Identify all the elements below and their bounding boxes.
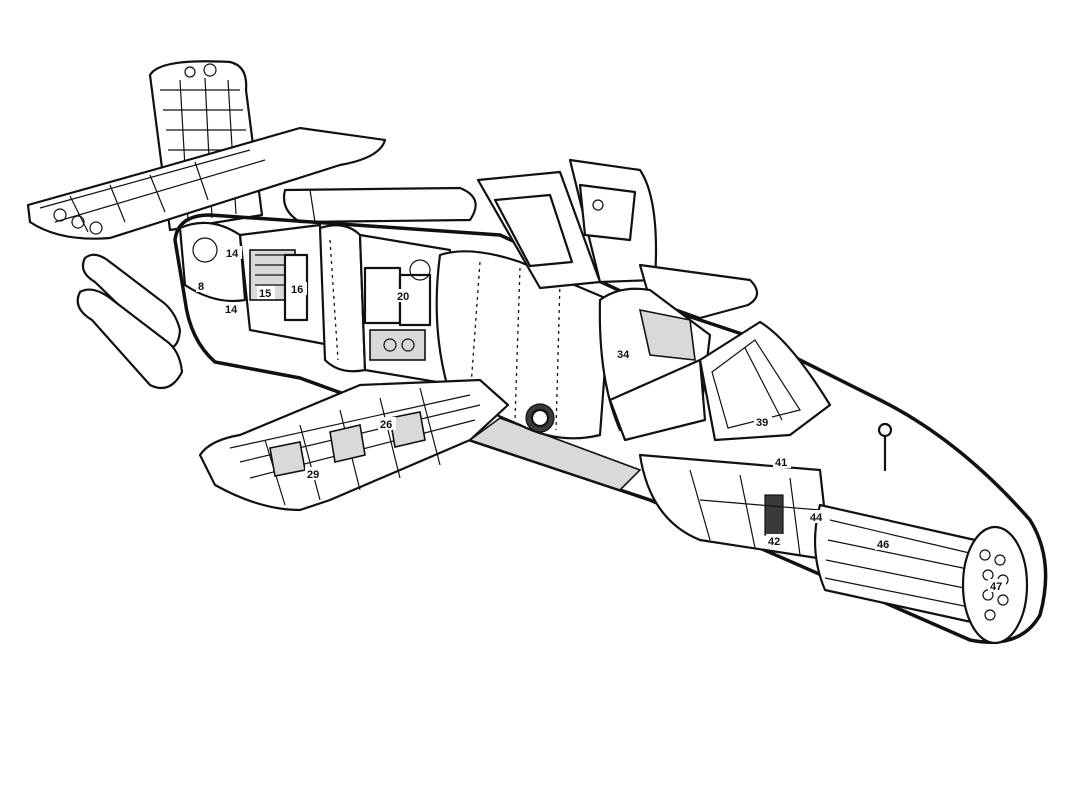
- callout-16: 16: [289, 282, 307, 296]
- callout-15: 15: [257, 286, 275, 300]
- callout-29: 29: [305, 467, 323, 481]
- callout-47: 47: [988, 579, 1006, 593]
- svg-text:8: 8: [198, 281, 204, 293]
- svg-text:16: 16: [291, 284, 303, 296]
- callout-44: 44: [808, 510, 826, 524]
- engine-cone: [178, 221, 247, 303]
- callout-20: 20: [395, 289, 413, 303]
- left-wing: [198, 378, 510, 512]
- callout-39: 39: [754, 415, 772, 429]
- upper-exhaust-tube: [282, 186, 477, 224]
- svg-text:15: 15: [259, 288, 271, 300]
- cockpit: [598, 287, 712, 442]
- callout-26: 26: [378, 417, 396, 431]
- nose-gear-bay: [638, 453, 832, 562]
- callout-34: 34: [615, 347, 633, 361]
- booster-rockets: [76, 253, 184, 390]
- svg-text:26: 26: [380, 419, 392, 431]
- avionics-bay: [358, 233, 457, 387]
- svg-text:14: 14: [225, 304, 238, 316]
- callout-46: 46: [875, 537, 893, 551]
- svg-text:41: 41: [775, 457, 787, 469]
- svg-text:47: 47: [990, 581, 1002, 593]
- svg-text:44: 44: [810, 512, 823, 524]
- fuselage: [173, 213, 1048, 644]
- svg-text:20: 20: [397, 291, 409, 303]
- callout-14a: 14: [224, 246, 242, 260]
- svg-text:39: 39: [756, 417, 768, 429]
- callout-41: 41: [773, 455, 791, 469]
- callout-labels: 14 8 14 15 16 20 34 26: [196, 246, 1006, 593]
- callout-42: 42: [766, 534, 784, 548]
- svg-text:34: 34: [617, 349, 630, 361]
- windscreen: [698, 320, 832, 442]
- svg-text:14: 14: [226, 248, 239, 260]
- tailplane: [26, 126, 387, 240]
- gunsight-mast: [877, 422, 893, 472]
- svg-text:46: 46: [877, 539, 889, 551]
- rocket-magazine: [813, 503, 1029, 645]
- canopy-open: [476, 158, 658, 290]
- svg-text:42: 42: [768, 536, 780, 548]
- svg-text:29: 29: [307, 469, 319, 481]
- callout-8: 8: [196, 279, 208, 293]
- callout-14b: 14: [223, 302, 241, 316]
